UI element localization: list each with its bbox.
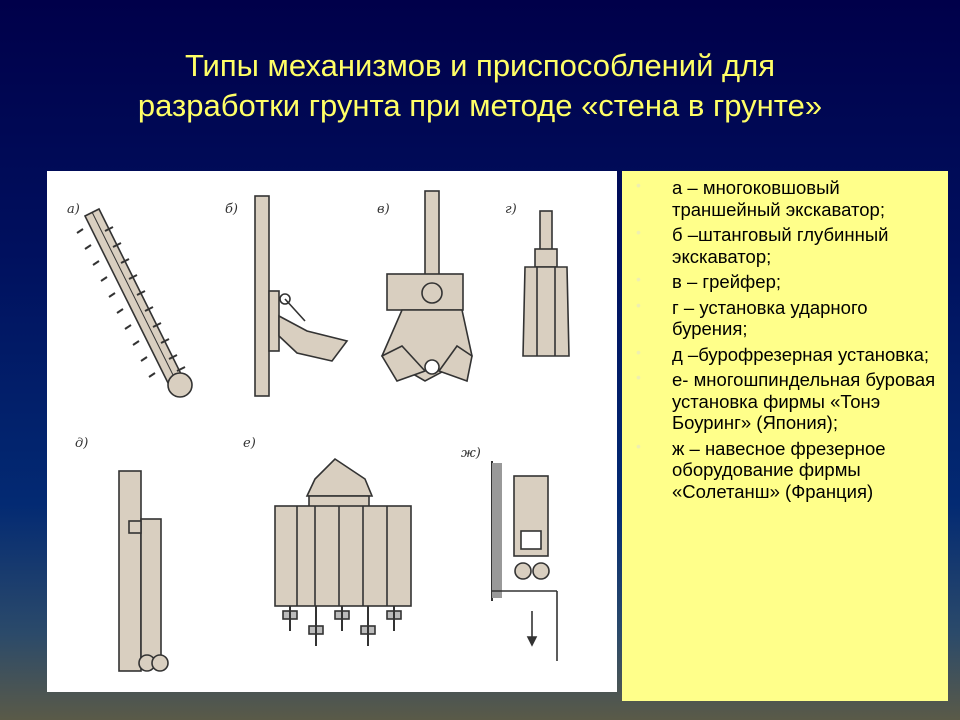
legend-item-text: б –штанговый глубинный экскаватор; <box>672 224 889 267</box>
legend-item-text: е- многошпиндельная буровая установка фи… <box>672 369 936 433</box>
bullet-icon: • <box>636 271 641 287</box>
mechanisms-drawing: а) б) в) г) д) е) ж) <box>67 190 570 672</box>
legend-panel: • а – многоковшовый траншейный экскаватор… <box>622 171 948 701</box>
legend-item-text: а – многоковшовый траншейный экскаватор; <box>672 177 885 220</box>
legend-item-text: в – грейфер; <box>672 271 781 292</box>
drawing-b <box>254 195 349 397</box>
label-b: б) <box>225 202 238 217</box>
bullet-icon: • <box>636 296 641 313</box>
bullet-icon: • <box>636 369 641 385</box>
label-d: д) <box>75 436 88 451</box>
legend-item-text: д –бурофрезерная установка; <box>672 343 930 365</box>
drawing-d <box>118 470 169 672</box>
drawing-a <box>76 207 193 398</box>
legend-item: • ж – навесное фрезерное оборудование фир… <box>630 438 940 503</box>
bullet-icon: • <box>636 437 641 454</box>
label-a: а) <box>67 202 80 217</box>
legend-item-text: ж – навесное фрезерное оборудование фирм… <box>672 437 886 502</box>
drawing-zh <box>491 461 558 661</box>
label-zh: ж) <box>461 446 481 461</box>
label-e: е) <box>243 436 256 451</box>
bullet-icon: • <box>636 343 641 360</box>
legend-item-text: г – установка ударного бурения; <box>672 296 868 340</box>
label-v: в) <box>377 202 390 217</box>
label-g: г) <box>505 202 517 217</box>
legend-item: • д –бурофрезерная установка; <box>630 344 940 366</box>
mechanisms-figure: а) б) в) г) д) е) ж) <box>47 171 617 692</box>
drawing-e <box>274 457 412 646</box>
legend-item: • а – многоковшовый траншейный экскаватор… <box>630 177 940 220</box>
title-line-2: разработки грунта при методе «стена в гр… <box>137 88 823 123</box>
legend-item: • в – грейфер; <box>630 271 940 293</box>
slide-title: Типы механизмов и приспособлений для раз… <box>40 46 920 126</box>
bullet-icon: • <box>636 224 641 240</box>
legend-item: • г – установка ударного бурения; <box>630 297 940 340</box>
legend-item: • е- многошпиндельная буровая установка ф… <box>630 369 940 434</box>
legend-list: • а – многоковшовый траншейный экскаватор… <box>630 177 940 502</box>
drawing-v <box>380 190 473 383</box>
legend-item: • б –штанговый глубинный экскаватор; <box>630 224 940 267</box>
title-line-1: Типы механизмов и приспособлений для <box>184 48 776 83</box>
drawing-g <box>522 210 570 357</box>
bullet-icon: • <box>636 177 641 193</box>
